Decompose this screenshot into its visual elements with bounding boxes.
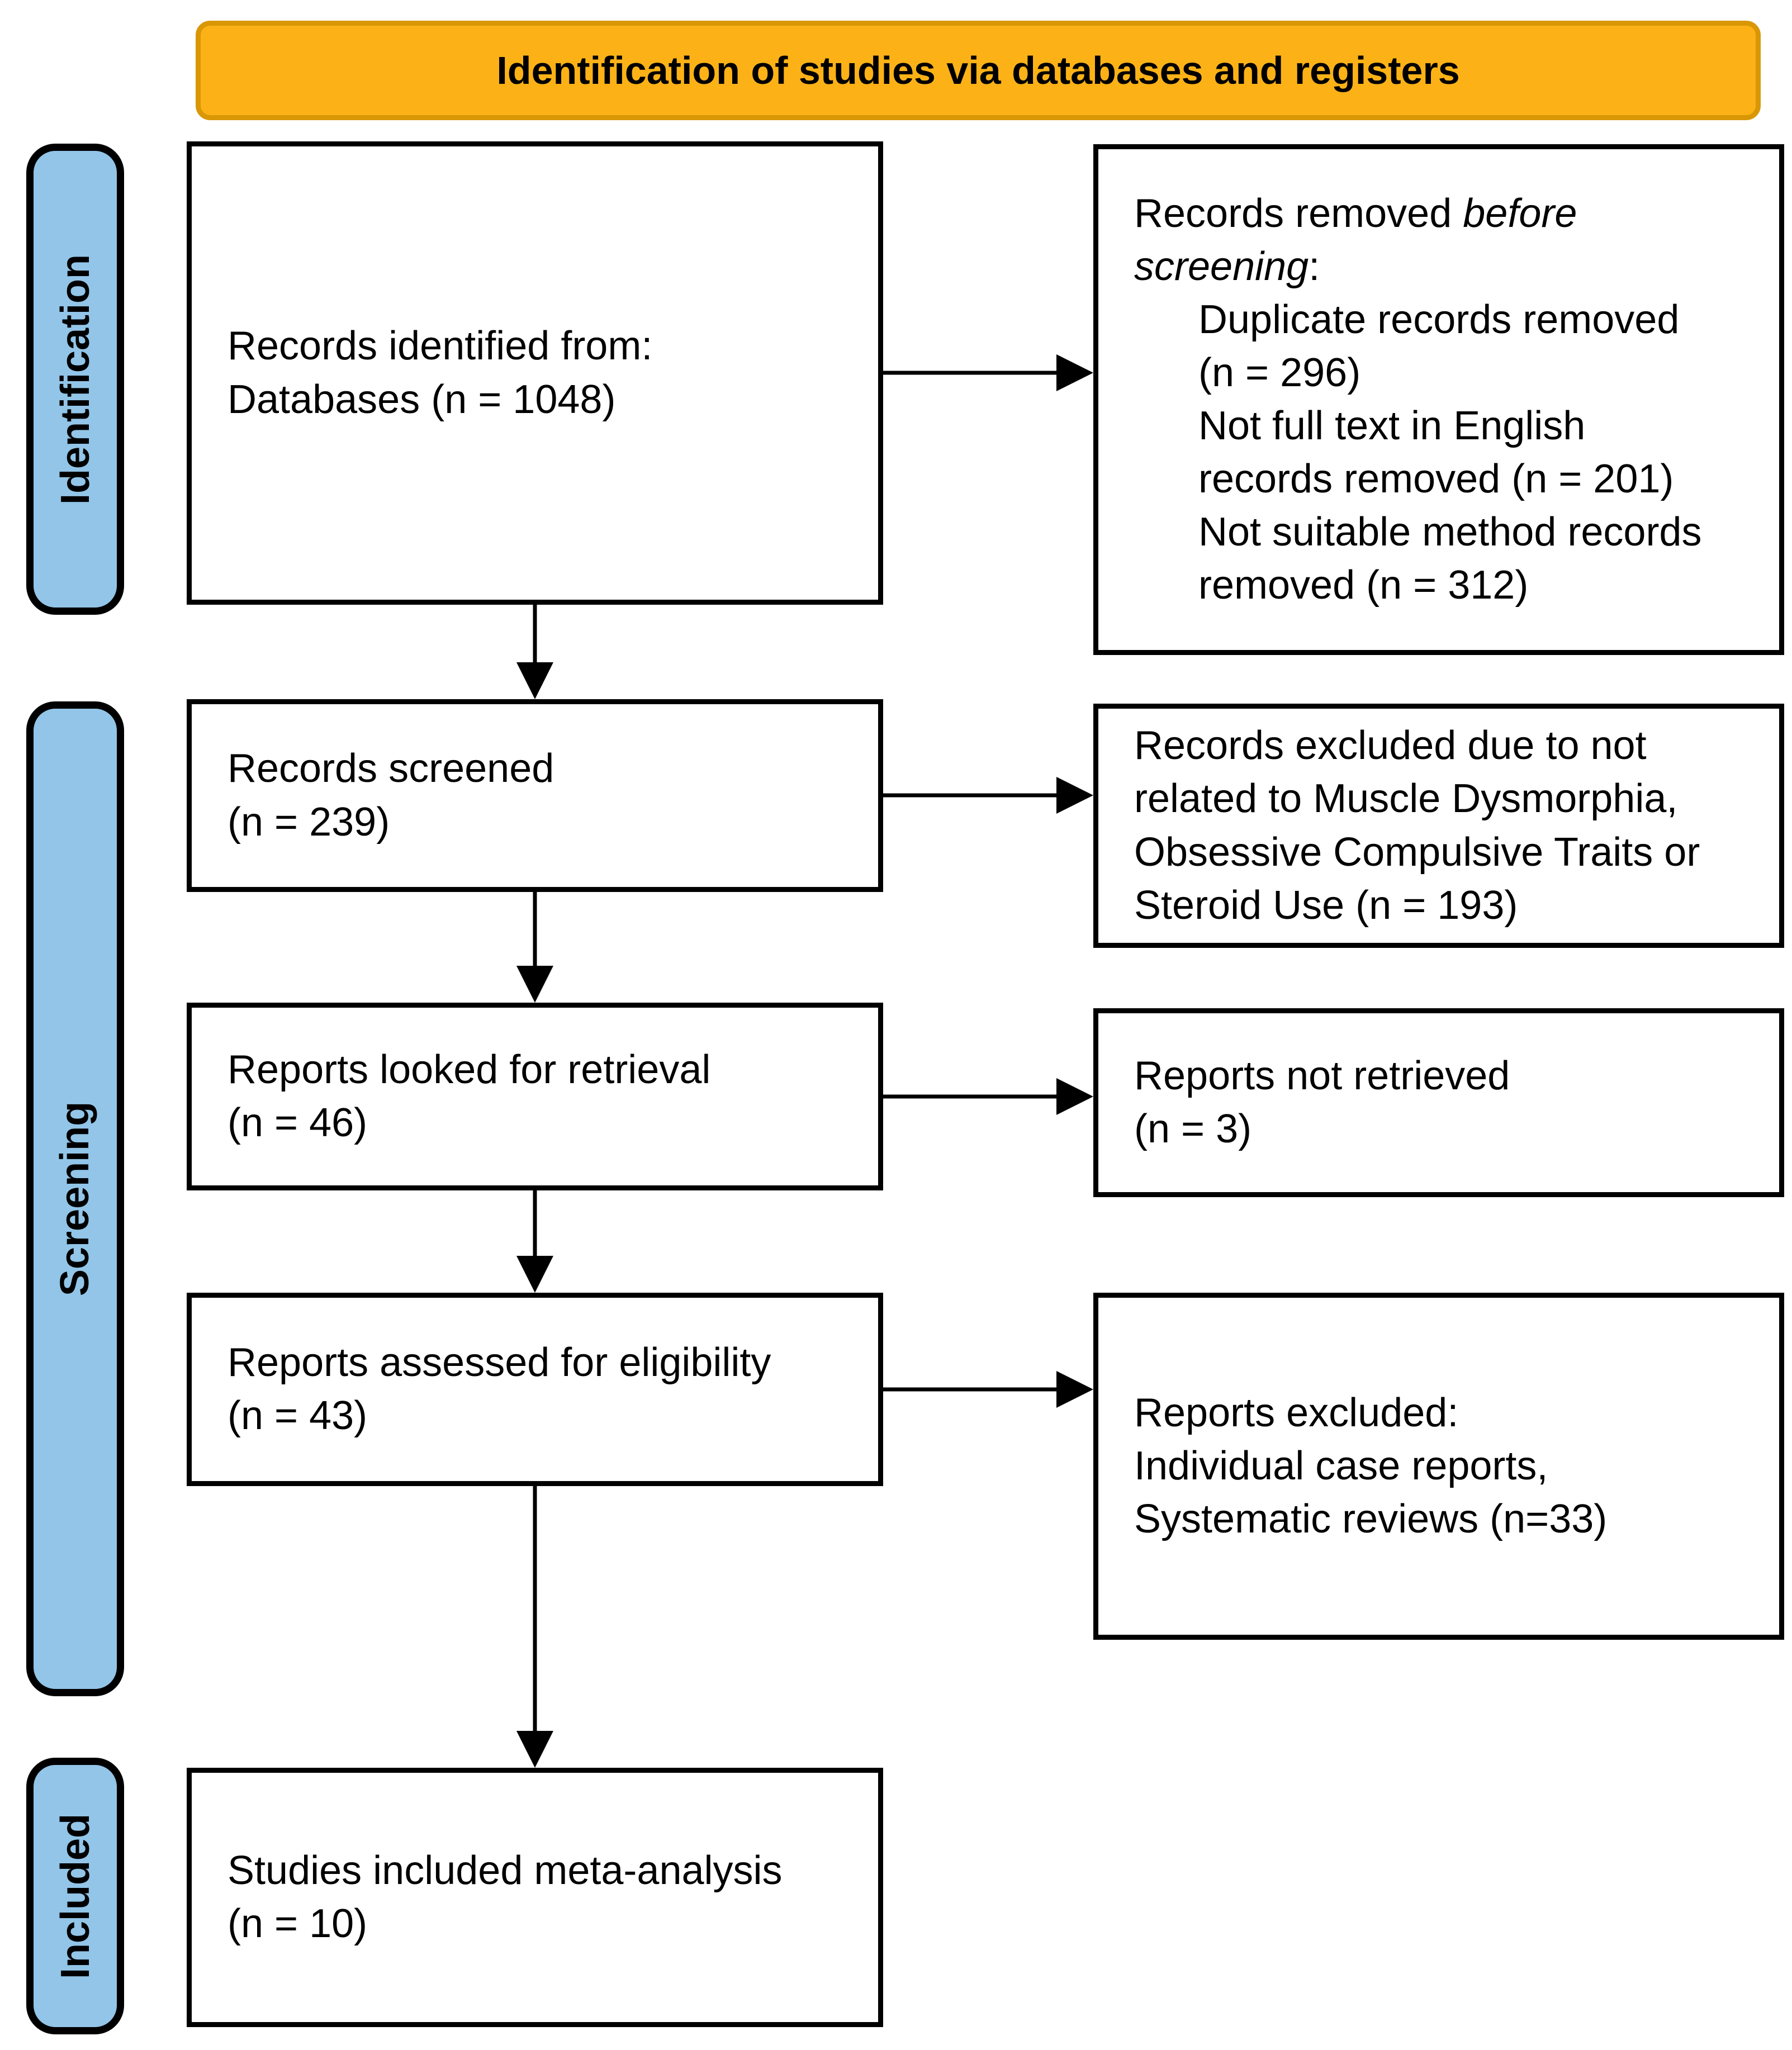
box-reports-assessed-line1: Reports assessed for eligibility xyxy=(227,1340,771,1385)
banner-title: Identification of studies via databases … xyxy=(496,49,1460,92)
box-records-identified: Records identified from: Databases (n = … xyxy=(187,141,883,605)
arrow-screened-to-retrieval xyxy=(516,892,553,1003)
removed-item-not-suitable: Not suitable method records removed (n =… xyxy=(1198,510,1702,608)
removed-item-not-english: Not full text in English records removed… xyxy=(1198,404,1674,502)
arrow-retrieval-to-not-retrieved xyxy=(883,1078,1093,1115)
box-records-identified-line2: Databases (n = 1048) xyxy=(227,377,616,422)
box-reports-excluded-line2: Individual case reports, xyxy=(1134,1443,1548,1488)
box-reports-looked-line1: Reports looked for retrieval xyxy=(227,1047,711,1092)
arrow-identified-to-removed xyxy=(883,354,1093,391)
stage-screening-label: Screening xyxy=(53,1101,98,1297)
arrow-identified-to-screened xyxy=(516,605,553,699)
banner: Identification of studies via databases … xyxy=(196,21,1761,120)
box-studies-included-line2: (n = 10) xyxy=(227,1901,368,1946)
box-studies-included-line1: Studies included meta-analysis xyxy=(227,1848,783,1893)
arrow-assessed-to-included xyxy=(516,1486,553,1768)
box-studies-included: Studies included meta-analysis (n = 10) xyxy=(187,1768,883,2027)
box-records-removed-intro: Records removed before screening: xyxy=(1134,191,1577,289)
box-reports-assessed: Reports assessed for eligibility (n = 43… xyxy=(187,1293,883,1486)
arrow-assessed-to-reports-excluded xyxy=(883,1371,1093,1408)
box-records-excluded: Records excluded due to not related to M… xyxy=(1093,704,1784,948)
stage-included: Included xyxy=(26,1758,124,2034)
box-records-screened-line1: Records screened xyxy=(227,746,554,791)
removed-item-duplicates: Duplicate records removed (n = 296) xyxy=(1198,297,1680,395)
box-reports-looked-line2: (n = 46) xyxy=(227,1100,368,1145)
before-screening-italic: before screening xyxy=(1134,191,1577,289)
box-not-retrieved-line2: (n = 3) xyxy=(1134,1107,1252,1151)
box-reports-excluded: Reports excluded: Individual case report… xyxy=(1093,1293,1784,1640)
box-records-screened-line2: (n = 239) xyxy=(227,799,390,844)
box-records-identified-line1: Records identified from: xyxy=(227,324,653,369)
stage-identification: Identification xyxy=(26,144,124,615)
box-reports-excluded-line1: Reports excluded: xyxy=(1134,1390,1459,1435)
stage-included-label: Included xyxy=(53,1813,98,1979)
arrow-retrieval-to-assessed xyxy=(516,1190,553,1293)
box-not-retrieved-line1: Reports not retrieved xyxy=(1134,1053,1510,1098)
box-records-removed-before-screening: Records removed before screening: Duplic… xyxy=(1093,144,1784,655)
stage-identification-label: Identification xyxy=(53,254,98,505)
box-records-excluded-text: Records excluded due to not related to M… xyxy=(1134,723,1700,928)
box-reports-not-retrieved: Reports not retrieved (n = 3) xyxy=(1093,1008,1784,1197)
box-reports-excluded-line3: Systematic reviews (n=33) xyxy=(1134,1497,1608,1542)
stage-screening: Screening xyxy=(26,701,124,1696)
box-reports-looked-for-retrieval: Reports looked for retrieval (n = 46) xyxy=(187,1003,883,1190)
box-reports-assessed-line2: (n = 43) xyxy=(227,1393,368,1438)
box-records-screened: Records screened (n = 239) xyxy=(187,699,883,892)
arrow-screened-to-excluded xyxy=(883,777,1093,814)
